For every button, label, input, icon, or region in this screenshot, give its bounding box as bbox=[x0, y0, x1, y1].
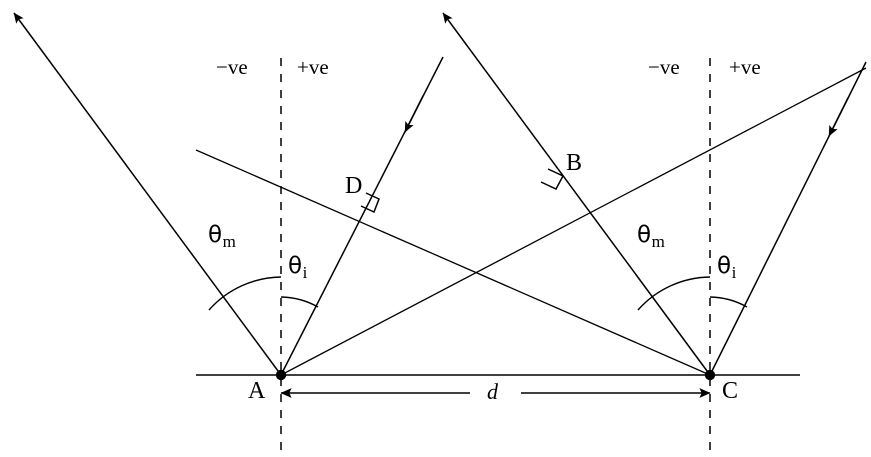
label-point-d: D bbox=[345, 173, 363, 199]
ray-diffracted-from-c bbox=[442, 12, 711, 376]
theta-glyph: θ bbox=[208, 222, 223, 248]
angle-arc-theta-i-left bbox=[280, 296, 319, 308]
vertex-dot-c bbox=[704, 369, 716, 381]
angle-arc-theta-m-right bbox=[637, 276, 711, 311]
ray-a-through-b bbox=[280, 67, 867, 376]
theta-subscript: m bbox=[222, 232, 236, 252]
ray-incident-to-a-direction-arrow bbox=[404, 95, 424, 133]
label-angle-theta-m-left: θm bbox=[208, 222, 236, 252]
right-angle-marker-d bbox=[360, 192, 380, 214]
right-angle-marker-b bbox=[540, 168, 565, 190]
ray-diffracted-from-a bbox=[13, 12, 282, 376]
theta-glyph: θ bbox=[288, 253, 303, 279]
theta-subscript: i bbox=[302, 263, 308, 283]
label-sign-positive-right: +ve bbox=[729, 55, 761, 79]
angle-arc-theta-i-right bbox=[709, 296, 748, 308]
angle-arc-theta-m-left bbox=[208, 276, 282, 311]
label-angle-theta-i-left: θi bbox=[288, 253, 308, 283]
label-sign-negative-left: −ve bbox=[216, 55, 248, 79]
label-distance-d: d bbox=[487, 379, 498, 404]
theta-subscript: i bbox=[731, 263, 737, 283]
vertex-dot-a bbox=[275, 369, 287, 381]
label-point-a: A bbox=[248, 378, 266, 404]
theta-glyph: θ bbox=[717, 253, 732, 279]
label-point-c: C bbox=[722, 378, 739, 404]
label-point-b: B bbox=[566, 150, 583, 176]
label-sign-negative-right: −ve bbox=[648, 55, 680, 79]
ray-c-through-d bbox=[195, 149, 711, 376]
theta-glyph: θ bbox=[637, 222, 652, 248]
theta-subscript: m bbox=[651, 232, 665, 252]
label-angle-theta-m-right: θm bbox=[637, 222, 665, 252]
ray-incident-to-c-direction-arrow bbox=[828, 97, 849, 137]
label-sign-positive-left: +ve bbox=[297, 55, 329, 79]
label-angle-theta-i-right: θi bbox=[717, 253, 737, 283]
